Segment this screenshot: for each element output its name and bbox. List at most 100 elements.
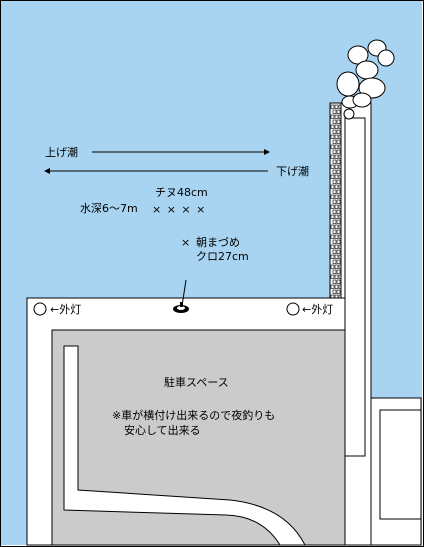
stone-block [334,204,339,209]
parking-title: 駐車スペース [164,376,229,389]
stone-block [332,179,337,184]
left-lamp-icon [33,302,47,316]
chinu-label: チヌ48cm [155,186,208,199]
stone-block [332,289,337,294]
stone-block [336,149,341,154]
stone-block [334,274,339,279]
stone-block [336,109,341,114]
stone-block [332,129,337,134]
stone-block [332,259,337,264]
stone-block [330,224,335,229]
stone-block [330,164,335,169]
stone-block [334,284,339,289]
tetrapod-block [336,71,360,97]
stone-block [332,109,337,114]
depth-label: 水深6～7m [80,202,138,215]
rising-tide-arrow-icon [92,149,270,155]
inner-lane [63,345,306,546]
stone-block [334,134,339,139]
parking-note-line1: ※車が横付け出来るので夜釣りも [112,409,276,422]
morning-mark: × [181,236,191,249]
stone-block [330,174,335,179]
rising-tide-label: 上げ潮 [45,146,78,159]
stone-block [330,204,335,209]
left-lamp-label: ←外灯 [50,303,82,316]
stone-block [330,254,335,259]
stone-block [330,114,335,119]
stone-block [332,149,337,154]
stone-block [330,244,335,249]
stone-block [336,279,341,284]
stone-block [334,234,339,239]
fishing-angler-icon [173,279,189,313]
stone-block [334,144,339,149]
right-lamp-icon [286,302,300,316]
falling-tide-label: 下げ潮 [276,165,309,178]
stone-block [330,274,335,279]
stone-block [334,124,339,129]
right-building [379,409,422,520]
stone-block [336,259,341,264]
stone-block [332,139,337,144]
stone-block [330,154,335,159]
pier-inner-line [344,117,366,457]
stone-block [336,229,341,234]
stone-block [332,169,337,174]
stone-block [330,234,335,239]
stone-block [330,284,335,289]
stone-block [336,199,341,204]
stone-block [336,119,341,124]
stone-block [330,144,335,149]
morning-label: 朝まづめ [196,236,240,249]
kuro-label: クロ27cm [196,250,249,263]
stone-block [332,239,337,244]
stone-block [330,134,335,139]
stone-block [336,269,341,274]
stone-block [330,264,335,269]
stone-block [334,184,339,189]
stone-block [334,114,339,119]
stone-block [336,219,341,224]
tetrapod-block [377,49,395,67]
stone-block [332,229,337,234]
stone-block [336,169,341,174]
tetrapod-block [352,92,372,108]
stone-block [334,164,339,169]
stone-block [332,199,337,204]
stone-block [336,129,341,134]
stone-block [330,184,335,189]
stone-block [336,209,341,214]
stone-block [336,159,341,164]
parking-space [51,329,346,546]
stone-block [332,189,337,194]
tetrapod-icon [336,39,395,109]
stone-block [334,154,339,159]
tetrapod-block [355,60,379,80]
stone-block [334,194,339,199]
stone-block [332,279,337,284]
stone-block [334,264,339,269]
stone-block [336,139,341,144]
tetrapod-block [358,77,386,99]
stone-block [332,119,337,124]
stone-block [334,244,339,249]
stone-block [336,179,341,184]
stone-block [336,249,341,254]
top-lamp-icon [343,108,355,120]
stone-block [334,104,339,109]
stone-block [334,224,339,229]
right-lamp-label: ←外灯 [302,303,334,316]
stone-block [334,174,339,179]
stone-block [332,219,337,224]
tetrapod-block [347,45,369,65]
stone-block [330,214,335,219]
stone-block [332,269,337,274]
stone-block [332,209,337,214]
stone-block [336,239,341,244]
stone-block [332,249,337,254]
stone-block [330,104,335,109]
stone-block [330,194,335,199]
stone-block [336,289,341,294]
